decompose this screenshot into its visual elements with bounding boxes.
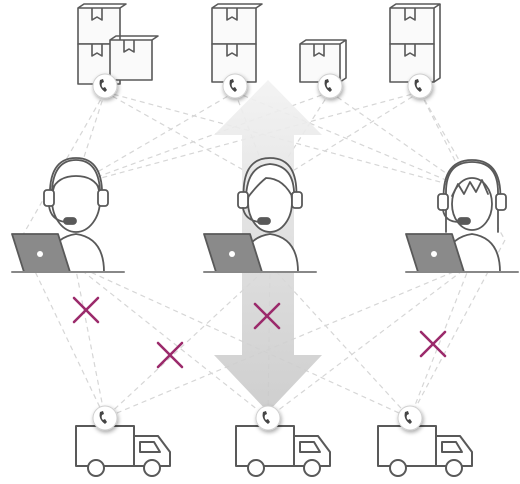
phone-badge [397,405,423,431]
agent-3 [405,159,519,273]
call-center-agent-male-icon [43,157,109,273]
phone-icon [229,79,237,92]
phone-icon [324,79,332,92]
cross-icon [253,302,281,330]
delivery-truck-icon [377,425,473,477]
laptop-icon [405,233,519,273]
stacked-boxes-icon [211,3,263,83]
phone-icon [404,411,412,424]
phone-badge [255,405,281,431]
laptop-icon [11,233,125,273]
delivery-truck-icon [235,425,331,477]
phone-badge [222,73,248,99]
agent-2 [203,157,317,273]
phone-badge [317,73,343,99]
blocked-link-crosses [72,296,447,369]
supplier-1 [77,3,159,99]
supplier-3 [299,39,347,99]
laptop-icon [203,233,317,273]
truck-1 [75,405,171,477]
cross-icon [419,330,447,358]
supplier-2 [211,3,263,99]
phone-icon [262,411,270,424]
phone-icon [414,79,422,92]
cross-icon [72,296,100,324]
agent-1 [11,157,125,273]
phone-badge [92,405,118,431]
phone-badge [407,73,433,99]
phone-badge [92,73,118,99]
supplier-4 [389,3,441,99]
delivery-truck-icon [75,425,171,477]
stacked-boxes-icon [389,3,441,83]
truck-2 [235,405,331,477]
phone-icon [99,79,107,92]
truck-3 [377,405,473,477]
cross-icon [156,341,184,369]
phone-icon [99,411,107,424]
stacked-boxes-icon [77,3,159,85]
